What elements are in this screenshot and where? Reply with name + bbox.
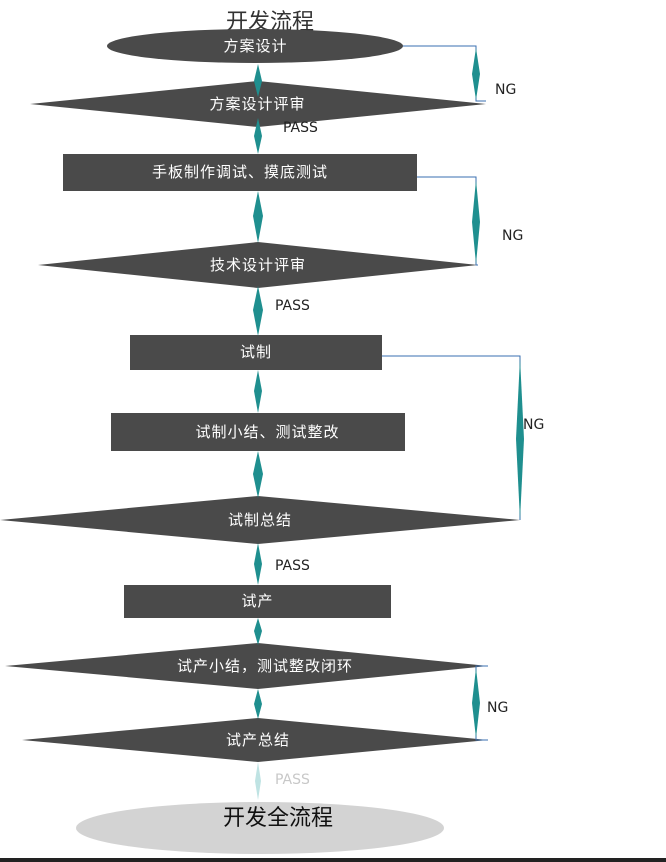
connector-n3-n4 xyxy=(253,191,263,243)
node-label-n4: 技术设计评审 xyxy=(209,256,306,274)
ng-loop-marker-4 xyxy=(472,668,480,738)
node-shape-n2 xyxy=(30,81,486,127)
edge-label-ng-4: NG xyxy=(487,700,509,716)
node-shape-n6 xyxy=(111,413,405,451)
node-label-n2: 方案设计评审 xyxy=(209,95,306,113)
connector-n8-n9 xyxy=(254,618,262,645)
ng-loop-marker-2 xyxy=(472,180,480,264)
edge-label-ng-2: NG xyxy=(502,228,524,244)
node-shape-n7 xyxy=(0,496,520,544)
node-label-n8: 试产 xyxy=(241,592,274,610)
connector-n10-end xyxy=(255,762,261,800)
edge-label-pass-4: PASS xyxy=(275,772,310,788)
diagram-footer-caption: 开发全流程 xyxy=(222,806,333,831)
end-node-shape xyxy=(76,802,444,854)
node-label-n9: 试产小结，测试整改闭环 xyxy=(176,657,353,675)
node-label-n3: 手板制作调试、摸底测试 xyxy=(151,163,328,181)
edge-label-ng-1: NG xyxy=(495,82,517,98)
edge-label-ng-3: NG xyxy=(523,417,545,433)
connector-n5-n6 xyxy=(254,370,262,413)
node-shape-n8 xyxy=(124,585,391,618)
connector-n7-n8 xyxy=(254,543,262,585)
node-shape-n3 xyxy=(63,154,417,191)
node-label-n6: 试制小结、测试整改 xyxy=(195,423,340,441)
connector-n4-n5 xyxy=(253,286,263,336)
ng-loop-marker-1 xyxy=(472,48,480,100)
edge-label-pass-3: PASS xyxy=(275,558,310,574)
node-label-n5: 试制 xyxy=(239,343,272,361)
edge-label-pass-2: PASS xyxy=(275,298,310,314)
edge-label-pass-1: PASS xyxy=(283,120,318,136)
connector-n1-n2 xyxy=(254,64,262,97)
connector-n2-n3 xyxy=(254,118,262,154)
connector-n6-n7 xyxy=(253,451,263,498)
node-label-n7: 试制总结 xyxy=(227,511,292,529)
bottom-border xyxy=(0,858,666,862)
node-shape-n10 xyxy=(22,718,488,762)
node-shape-n4 xyxy=(38,242,478,288)
node-shape-n5 xyxy=(130,335,382,370)
node-shape-n9 xyxy=(5,643,488,689)
ng-loop-marker-3 xyxy=(516,358,524,520)
ng-loop-line-2 xyxy=(417,176,478,266)
node-label-n10: 试产总结 xyxy=(225,731,290,749)
node-shape-n1 xyxy=(107,29,403,63)
connector-n9-n10 xyxy=(254,689,262,719)
node-label-n1: 方案设计 xyxy=(223,37,288,55)
